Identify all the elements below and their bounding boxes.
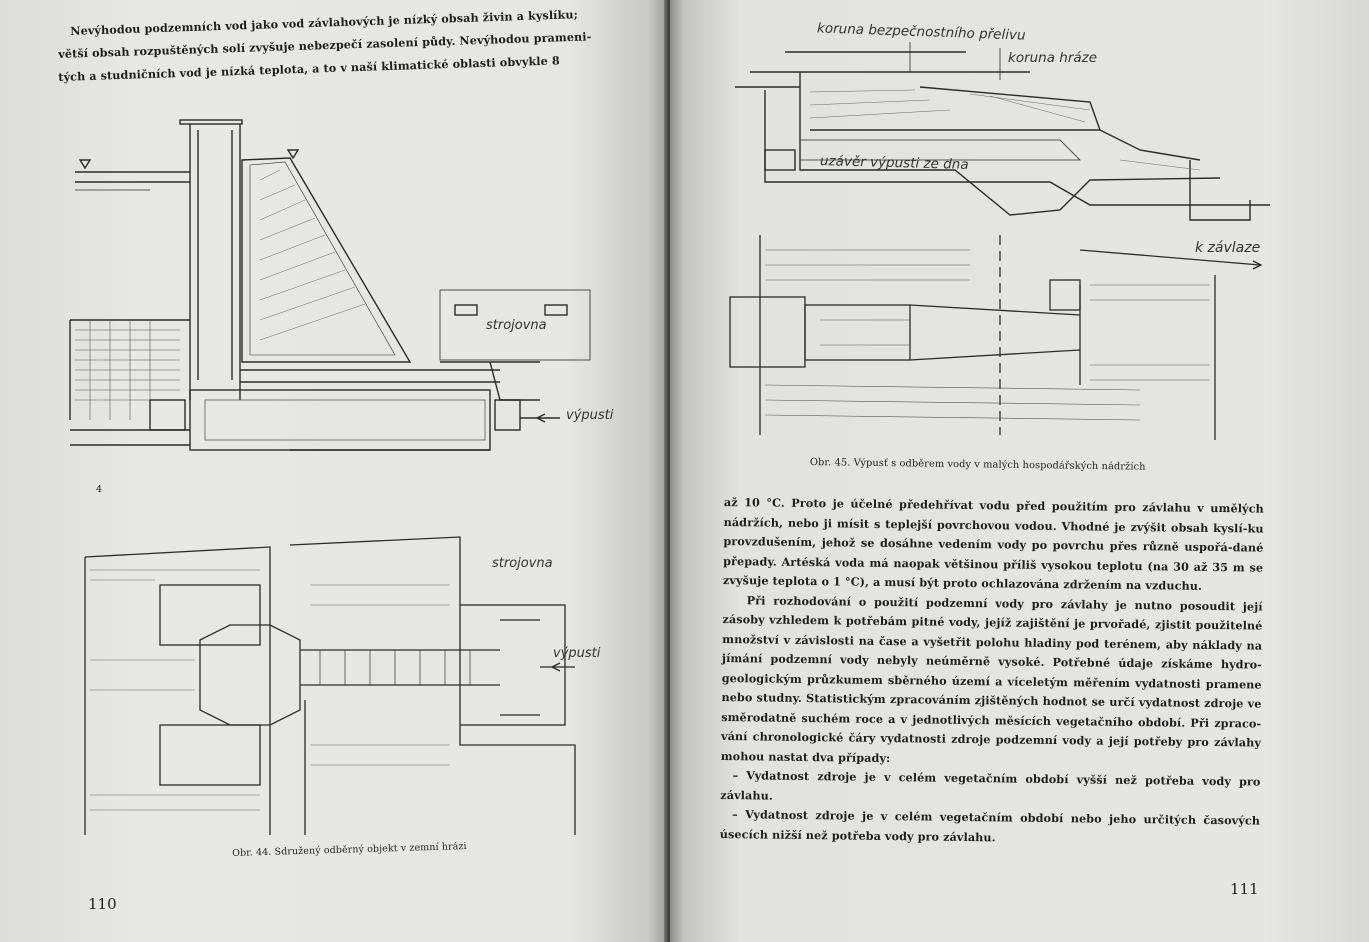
figure-45-plan-drawing	[729, 235, 1263, 440]
figure-44-section-drawing	[69, 119, 591, 451]
figure-44-caption: Obr. 44. Sdružený odběrný objekt v zemní…	[232, 841, 467, 859]
paragraph-2: Při rozhodování o použití podzemní vody …	[720, 592, 1263, 765]
label-vypusti-bottom: výpusti	[553, 646, 601, 661]
label-strojovna-bottom: strojovna	[492, 556, 553, 571]
left-page: Nevýhodou podzemních vod jako vod závlah…	[0, 0, 668, 942]
book-gutter	[664, 0, 674, 942]
label-k-zavlaze: k závlaze	[1195, 240, 1261, 256]
label-koruna-hraze: koruna hráze	[1008, 50, 1098, 66]
paragraph-3: – Vydatnost zdroje je v celém vegetačním…	[720, 768, 1261, 803]
stray-mark: 4	[96, 484, 103, 495]
page-number-right: 111	[1230, 880, 1259, 898]
paragraph-1: až 10 °C. Proto je účelné předehřívat vo…	[722, 494, 1264, 593]
label-vypusti-top: výpusti	[566, 408, 614, 423]
right-page-text: až 10 °C. Proto je účelné předehřívat vo…	[720, 493, 1264, 851]
figure-45-caption: Obr. 45. Výpusť s odběrem vody v malých …	[809, 457, 1146, 473]
label-strojovna-top: strojovna	[486, 318, 547, 333]
page-number-left: 110	[88, 895, 117, 913]
figure-45-section-drawing	[735, 42, 1270, 221]
figure-44-plan-drawing	[84, 536, 576, 835]
right-page: koruna bezpečnostního přelivu koruna hrá…	[670, 0, 1369, 942]
paragraph-4: – Vydatnost zdroje je v celém vegetačním…	[719, 807, 1261, 844]
